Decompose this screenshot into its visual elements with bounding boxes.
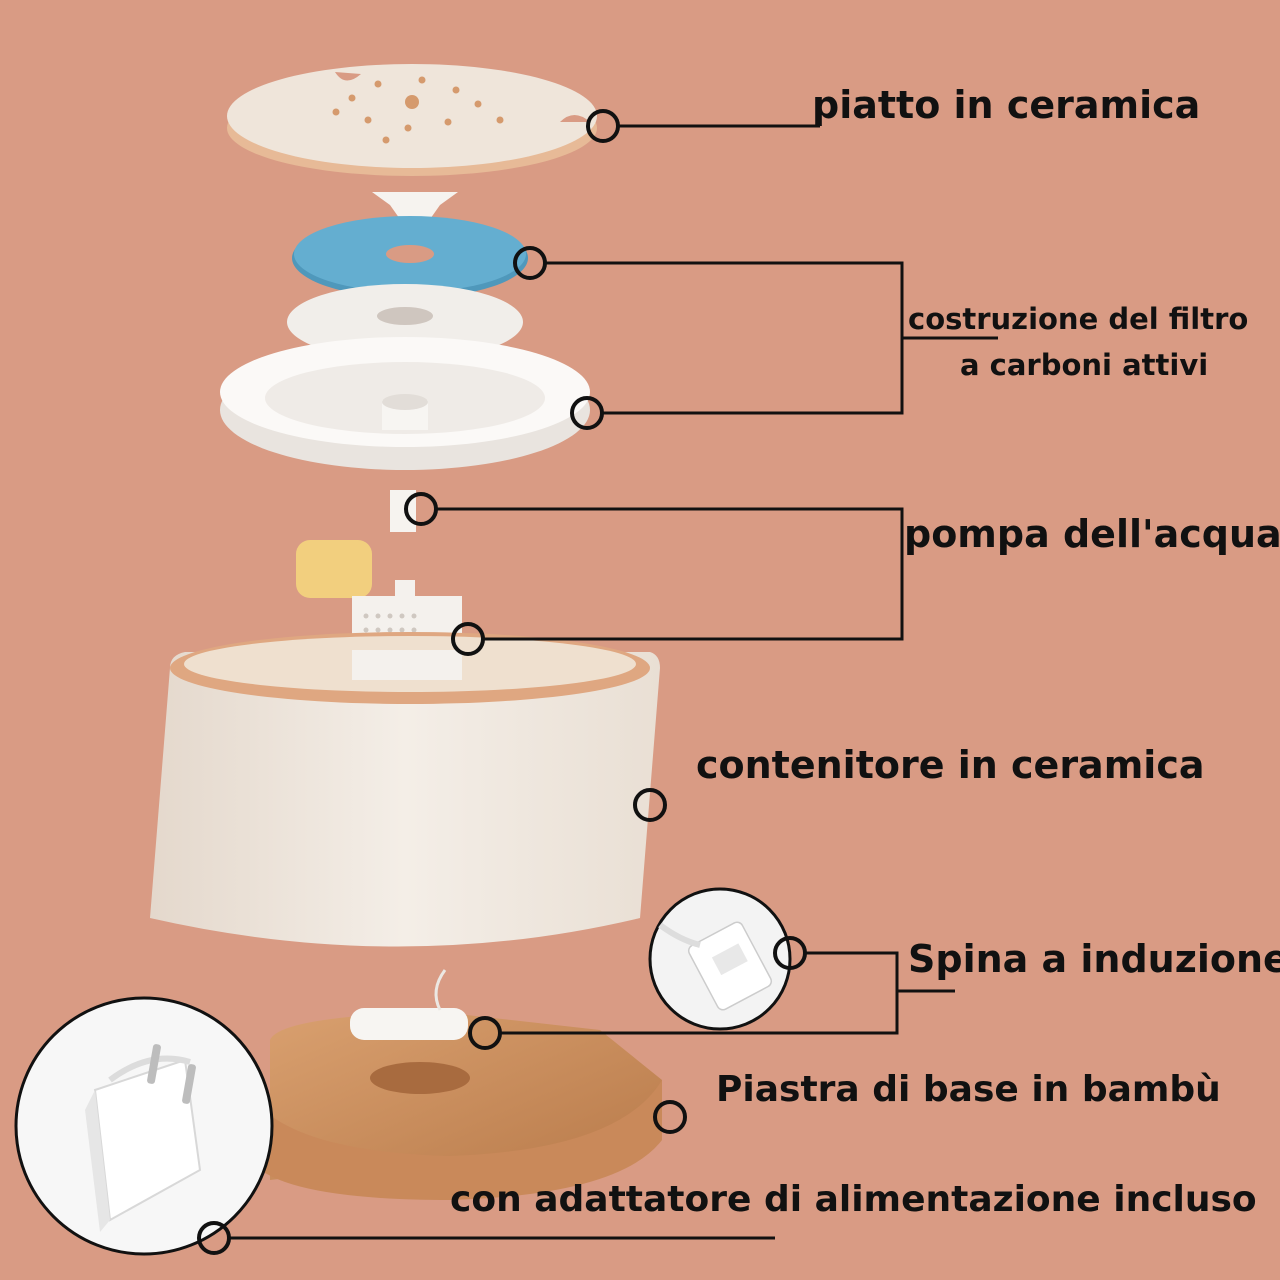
marker-pump — [451, 622, 485, 656]
label-filter-line1: costruzione del filtro — [908, 302, 1249, 336]
label-filter-line2: a carboni attivi — [960, 348, 1209, 382]
label-ceramic-plate: piatto in ceramica — [812, 83, 1201, 127]
marker-adapter — [197, 1221, 231, 1255]
marker-filter-tray — [570, 396, 604, 430]
marker-container — [633, 788, 667, 822]
eu-plug-adapter-icon — [14, 996, 274, 1256]
marker-bamboo-base — [653, 1100, 687, 1134]
marker-induction-pad — [468, 1016, 502, 1050]
marker-usb-plug — [773, 936, 807, 970]
label-power-adapter: con adattatore di alimentazione incluso — [450, 1179, 1257, 1220]
label-water-pump: pompa dell'acqua — [904, 512, 1280, 556]
marker-ceramic-plate — [586, 109, 620, 143]
label-ceramic-container: contenitore in ceramica — [696, 743, 1205, 787]
bamboo-base-illustration — [250, 969, 662, 1200]
filter-assembly-illustration — [220, 192, 590, 470]
ceramic-plate-illustration — [227, 64, 597, 176]
marker-pump-connector — [404, 492, 438, 526]
leader-lines — [230, 124, 1200, 1240]
label-induction-plug: Spina a induzione — [908, 937, 1280, 981]
leader-markers — [197, 109, 807, 1255]
usb-plug-icon — [648, 887, 792, 1031]
marker-filter-foam — [513, 246, 547, 280]
ceramic-container-illustration — [150, 632, 660, 947]
label-bamboo-base: Piastra di base in bambù — [716, 1069, 1221, 1110]
